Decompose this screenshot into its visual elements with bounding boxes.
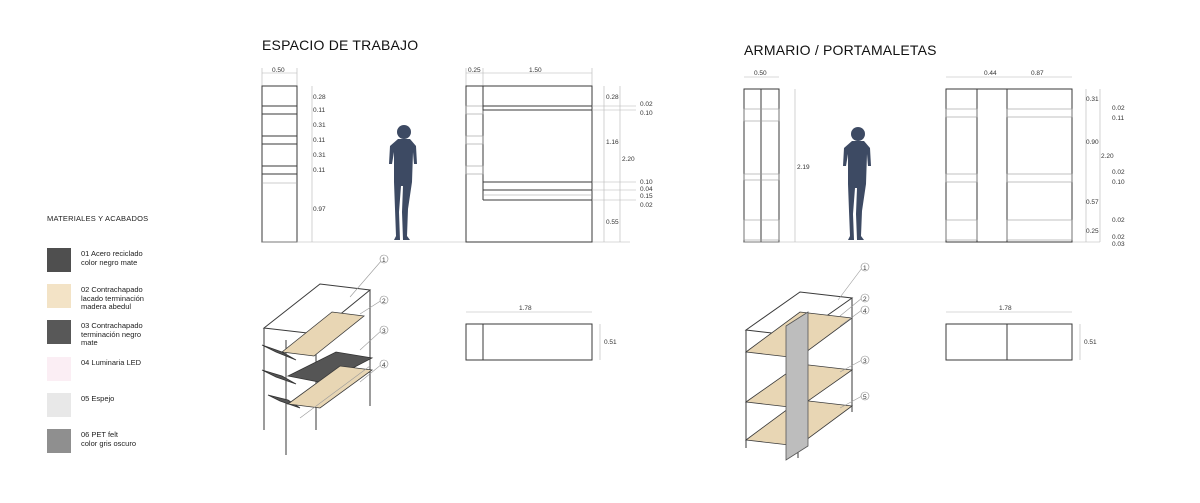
- legend-item: 05 Espejo: [47, 393, 217, 417]
- dim-wr-front-right: 0.87: [1031, 70, 1044, 77]
- material-swatch: [47, 284, 71, 308]
- workspace-isometric: 1 2 3 4: [261, 254, 389, 455]
- callout-1: 1: [382, 257, 386, 264]
- dim-front-l1: 0.10: [640, 179, 653, 186]
- material-swatch: [47, 429, 71, 453]
- material-swatch: [47, 357, 71, 381]
- material-label-line: 03 Contrachapado: [81, 321, 143, 330]
- wr-callout-4: 4: [863, 308, 867, 315]
- dim-wr-plan-width: 1.78: [999, 305, 1012, 312]
- dim-front-mid: 1.16: [606, 139, 619, 146]
- material-label-line: lacado terminación: [81, 293, 144, 303]
- dim-wr-plan-depth: 0.51: [1084, 339, 1097, 346]
- material-label-line: color gris oscuro: [81, 438, 137, 448]
- legend-item: 04 Luminaria LED: [47, 357, 217, 381]
- dim-wr-side-width: 0.50: [754, 70, 767, 77]
- wr-callout-5: 5: [863, 394, 867, 401]
- dim-wr-total: 2.20: [1101, 153, 1114, 160]
- material-label: 05 Espejo: [81, 394, 201, 404]
- material-label-line: 01 Acero reciclado: [81, 249, 143, 258]
- dim-wr-top: 0.31: [1086, 96, 1099, 103]
- dim-front-width: 1.50: [529, 67, 542, 74]
- material-label-line: color negro mate: [81, 257, 138, 267]
- legend-title: MATERIALES Y ACABADOS: [47, 214, 149, 223]
- wr-callout-2: 2: [863, 296, 867, 303]
- dim-wr-l1: 0.02: [1112, 217, 1125, 224]
- material-label-line: mate: [81, 338, 98, 347]
- wr-callout-3: 3: [863, 358, 867, 365]
- workspace-side-elevation: 0.50 0.28 0.11 0.31 0.11 0.31 0.11 0.97: [261, 67, 630, 243]
- material-swatch: [47, 393, 71, 417]
- human-silhouette: [389, 125, 417, 240]
- dim-wr-lower: 0.57: [1086, 199, 1099, 206]
- dim-side-h1: 0.28: [313, 94, 326, 101]
- dim-front-r2: 0.10: [640, 110, 653, 117]
- wardrobe-isometric: 1 2 4 3 5: [744, 262, 870, 461]
- dim-wr-mid: 0.90: [1086, 139, 1099, 146]
- workspace-plan: 1.78 0.51: [465, 305, 617, 361]
- dim-front-r1: 0.02: [640, 101, 653, 108]
- human-silhouette: [843, 127, 871, 240]
- callout-2: 2: [382, 298, 386, 305]
- materials-legend: MATERIALES Y ACABADOS 01 Acero reciclado…: [47, 214, 207, 453]
- material-swatch: [47, 248, 71, 272]
- workspace-title: ESPACIO DE TRABAJO: [262, 37, 419, 53]
- dim-side-h2: 0.11: [313, 107, 326, 114]
- dim-wr-b2: 0.03: [1112, 241, 1125, 248]
- dim-wr-r1: 0.02: [1112, 105, 1125, 112]
- dim-side-h5: 0.31: [313, 152, 326, 159]
- dim-plan-depth: 0.51: [604, 339, 617, 346]
- workspace-front-elevation: 0.25 1.50 0.28 0.02 0.10 1.16 2.20 0.10: [465, 67, 653, 243]
- material-label: 04 Luminaria LED: [81, 358, 201, 368]
- wardrobe-side-elevation: 0.50 2.19: [743, 70, 1100, 243]
- dim-front-total: 2.20: [622, 156, 635, 163]
- dim-wr-side-height: 2.19: [797, 164, 810, 171]
- material-label-line: madera abedul: [81, 302, 132, 311]
- dim-front-l4: 0.02: [640, 202, 653, 209]
- material-label-line: 06 PET felt: [81, 430, 118, 439]
- dim-side-width: 0.50: [272, 67, 285, 74]
- callout-4: 4: [382, 362, 386, 369]
- material-swatch: [47, 320, 71, 344]
- wardrobe-plan: 1.78 0.51: [945, 305, 1097, 361]
- dim-side-h3: 0.31: [313, 122, 326, 129]
- callout-3: 3: [382, 328, 386, 335]
- dim-plan-width: 1.78: [519, 305, 532, 312]
- wardrobe-title: ARMARIO / PORTAMALETAS: [744, 42, 937, 58]
- dim-wr-b1: 0.02: [1112, 234, 1125, 241]
- dim-wr-base: 0.25: [1086, 228, 1099, 235]
- dim-wr-front-left: 0.44: [984, 70, 997, 77]
- dim-front-top: 0.28: [606, 94, 619, 101]
- dim-side-h4: 0.11: [313, 137, 326, 144]
- material-label-line: 04 Luminaria LED: [81, 358, 142, 367]
- dim-wr-r2: 0.11: [1112, 115, 1125, 122]
- wr-callout-1: 1: [863, 265, 867, 272]
- wardrobe-front-elevation: 0.44 0.87 0.31 0.02 0.11 0.90 2.20 0.02 …: [945, 70, 1125, 248]
- dim-wr-m1: 0.02: [1112, 169, 1125, 176]
- dim-front-bottom: 0.55: [606, 219, 619, 226]
- dim-side-h6: 0.11: [313, 167, 326, 174]
- material-label-line: terminación negro: [81, 329, 142, 339]
- dim-wr-m2: 0.10: [1112, 179, 1125, 186]
- dim-front-l2: 0.04: [640, 186, 653, 193]
- dim-front-l3: 0.15: [640, 193, 653, 200]
- material-label-line: 05 Espejo: [81, 394, 115, 403]
- material-label-line: 02 Contrachapado: [81, 285, 143, 294]
- dim-front-left: 0.25: [468, 67, 481, 74]
- dim-side-h7: 0.97: [313, 206, 326, 213]
